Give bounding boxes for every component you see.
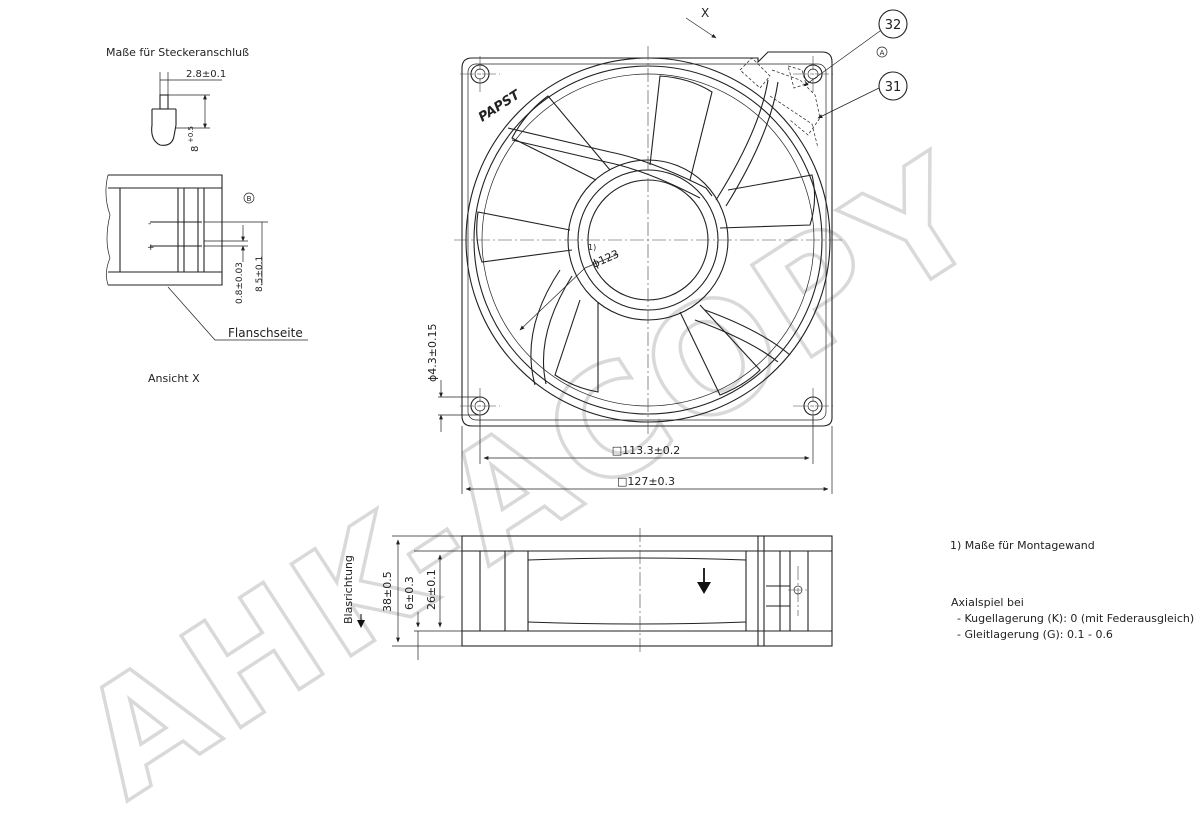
view-x: - + B 0.8±0.03 8.5±0.1 Flanschseite Ansi… — [105, 174, 308, 385]
view-x-dim-height: 8.5±0.1 — [255, 256, 265, 292]
plug-dim-height-tolerance: +0.5 — [187, 126, 195, 143]
plug-detail-title: Maße für Steckeranschluß — [106, 46, 249, 59]
view-x-dim-thickness: 0.8±0.03 — [235, 262, 245, 304]
cable-outlet — [739, 57, 821, 149]
side-view: 38±0.5 6±0.3 26±0.1 Blasrichtung — [342, 528, 833, 660]
dim-inner: 26±0.1 — [425, 569, 438, 610]
note-axial-title: Axialspiel bei — [951, 596, 1024, 609]
dim-hole-spacing: □113.3±0.2 — [612, 444, 681, 457]
plug-dim-width: 2.8±0.1 — [186, 69, 226, 80]
watermark-text: AHK-ACOPY — [52, 123, 1013, 820]
marker-a: A — [880, 49, 885, 57]
dim-hole-diameter: ϕ4.3±0.15 — [426, 324, 439, 382]
marker-b: B — [247, 195, 252, 203]
terminal-minus: - — [148, 219, 151, 229]
terminal-plus: + — [147, 243, 155, 253]
airflow-label: Blasrichtung — [342, 555, 355, 624]
notes: 1) Maße für Montagewand Axialspiel bei -… — [950, 539, 1194, 641]
note-axial-ball: - Kugellagerung (K): 0 (mit Federausglei… — [957, 612, 1194, 625]
watermark: AHK-ACOPY — [50, 121, 1015, 820]
flange-side-label: Flanschseite — [228, 326, 303, 340]
dim-outer-size: □127±0.3 — [617, 475, 675, 488]
note-ref-marker: 1) — [588, 243, 596, 252]
note-axial-sleeve: - Gleitlagerung (G): 0.1 - 0.6 — [957, 628, 1113, 641]
brand-logo: PAPST — [476, 87, 524, 125]
dim-flange: 6±0.3 — [403, 576, 416, 610]
plug-detail: Maße für Steckeranschluß 2.8±0.1 8 +0.5 — [106, 46, 249, 152]
callout-32: 32 — [885, 18, 902, 33]
note-mounting-wall: 1) Maße für Montagewand — [950, 539, 1095, 552]
callout-31: 31 — [885, 80, 902, 95]
view-x-caption: Ansicht X — [148, 372, 200, 385]
dim-depth: 38±0.5 — [381, 571, 394, 612]
plug-dim-height: 8 — [190, 146, 201, 152]
view-arrow-label: X — [701, 6, 709, 20]
